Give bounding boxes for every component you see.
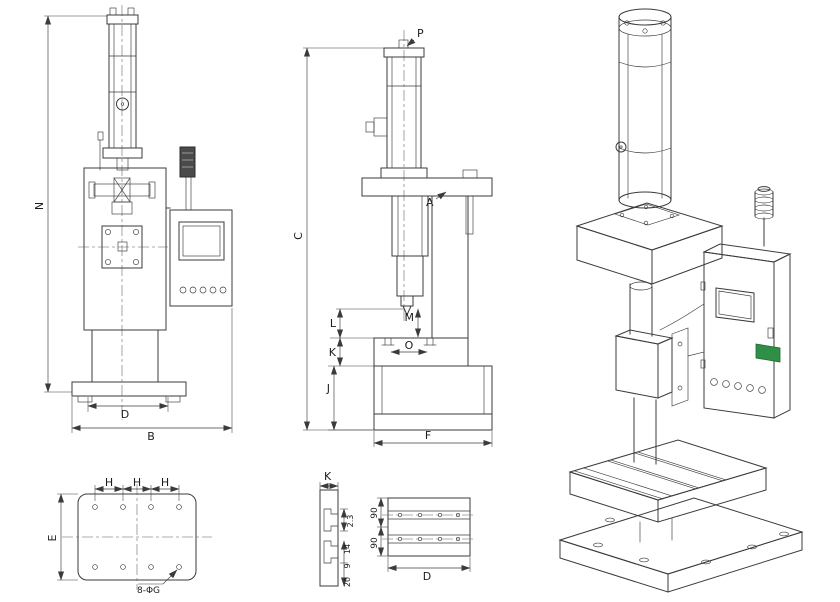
box-button xyxy=(758,386,766,394)
iso-cylinder xyxy=(615,8,672,209)
dim-label-9: 9 xyxy=(343,563,352,568)
dim-label-c: C xyxy=(292,232,305,240)
side-ram xyxy=(391,195,429,317)
dim-label-90-top: 90 xyxy=(370,507,380,519)
dim-c: C xyxy=(292,47,384,431)
dim-label-e: E xyxy=(46,534,59,541)
dim-e: E xyxy=(46,493,78,581)
dim-label-a: A xyxy=(426,196,434,209)
dim-label-d-front: D xyxy=(121,408,129,421)
iso-table xyxy=(568,439,768,523)
iso-screen xyxy=(715,287,755,323)
dim-o: O xyxy=(390,339,428,356)
dim-label-2-3: 2.3 xyxy=(346,515,355,528)
side-base xyxy=(373,365,493,431)
dim-label-p: P xyxy=(417,27,424,40)
air-port xyxy=(398,39,409,49)
front-coupling xyxy=(88,177,156,215)
dim-label-f: F xyxy=(425,429,431,442)
front-head-body xyxy=(83,167,167,331)
panel-button xyxy=(209,286,217,294)
dim-m: M xyxy=(405,308,422,338)
dim-d-front: D xyxy=(87,397,169,421)
dim-label-20: 20 xyxy=(343,577,352,587)
sensor-rod xyxy=(97,131,104,141)
tower-light xyxy=(754,186,774,247)
dim-label-n: N xyxy=(33,202,46,210)
dim-k-side: K xyxy=(328,337,374,367)
front-view: N D B xyxy=(33,5,233,443)
side-view: P A xyxy=(292,27,493,447)
dim-label-90-bottom: 90 xyxy=(370,537,380,549)
slot-section-view: K 2.3 14 9 20 xyxy=(319,470,355,587)
side-top-plate xyxy=(361,177,493,197)
dim-label-b: B xyxy=(147,430,155,443)
box-button xyxy=(746,384,754,392)
dim-f: F xyxy=(373,429,493,447)
panel-button xyxy=(199,286,207,294)
dim-b: B xyxy=(71,308,233,443)
box-button xyxy=(710,378,718,386)
dim-h-chain: H H H xyxy=(94,476,180,501)
front-cylinder xyxy=(97,7,143,171)
front-lower-column xyxy=(91,329,159,383)
iso-pressure-knob xyxy=(615,141,627,153)
front-base-flange xyxy=(71,381,187,397)
plate-holes xyxy=(92,504,182,570)
dim-label-j: J xyxy=(326,382,330,395)
panel-button xyxy=(219,286,227,294)
box-button xyxy=(734,382,742,390)
base-plate-plan: H H H E 8-ΦG xyxy=(46,476,212,596)
iso-base xyxy=(558,497,804,593)
brand-sticker xyxy=(755,343,781,363)
cable xyxy=(659,303,705,331)
dim-label-h2: H xyxy=(133,476,141,489)
hole-callout-label: 8-ΦG xyxy=(137,586,160,596)
side-column xyxy=(431,195,469,339)
table-slot-holes xyxy=(397,512,461,542)
front-mount-plate xyxy=(78,225,168,269)
dim-label-14: 14 xyxy=(343,544,352,554)
front-screen xyxy=(178,221,225,261)
panel-button xyxy=(189,286,197,294)
dim-label-k-side: K xyxy=(329,346,337,359)
panel-button xyxy=(179,286,187,294)
iso-control-box xyxy=(700,243,792,419)
pressure-knob xyxy=(116,97,129,111)
dim-l: L xyxy=(330,308,405,339)
dim-label-o: O xyxy=(405,339,414,352)
isometric-view xyxy=(558,8,804,593)
hole-callout: 8-ΦG xyxy=(137,569,178,596)
dim-n: N xyxy=(33,15,107,393)
side-cylinder xyxy=(365,47,428,179)
dim-label-d-plan: D xyxy=(423,570,431,583)
table-plan-view: 90 90 D xyxy=(370,497,476,583)
iso-pedestal xyxy=(639,517,673,543)
dim-d-plan: D xyxy=(387,557,471,583)
dim-label-h1: H xyxy=(105,476,113,489)
dim-90-chain: 90 90 xyxy=(370,497,388,557)
dim-j: J xyxy=(326,365,374,431)
dim-label-l: L xyxy=(330,317,337,330)
iso-head-slab xyxy=(575,202,724,285)
front-control-panel xyxy=(165,146,233,307)
dim-label-h3: H xyxy=(161,476,169,489)
box-button xyxy=(722,380,730,388)
dim-label-k-section: K xyxy=(324,470,332,483)
start-handle xyxy=(179,146,196,178)
dim-label-m: M xyxy=(405,311,415,324)
iso-column-junction xyxy=(614,281,705,465)
